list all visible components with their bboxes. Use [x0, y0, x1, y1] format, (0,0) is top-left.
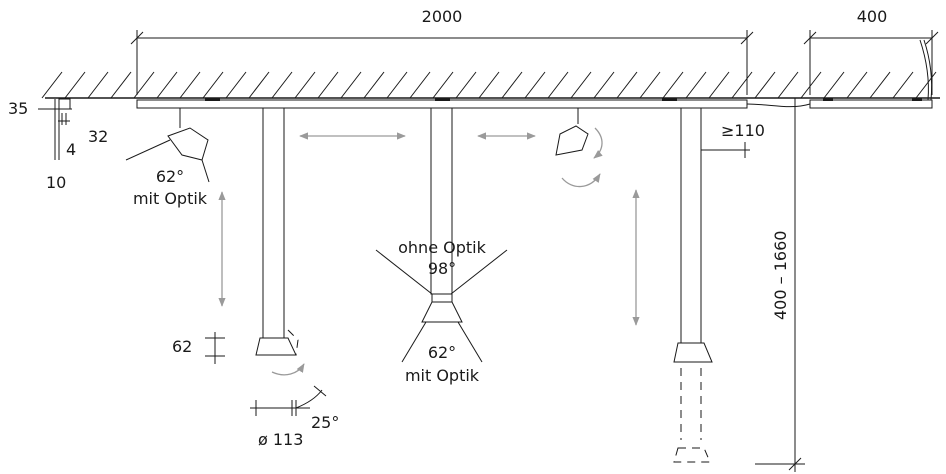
dimension-head-diameter: ø 113 25°	[250, 385, 339, 449]
hatch-stroke	[731, 71, 753, 99]
hatch-stroke	[409, 71, 431, 99]
hatch-stroke	[869, 71, 891, 99]
hatch-stroke	[570, 71, 592, 99]
hatch-stroke	[777, 71, 799, 99]
hatch-stroke	[202, 71, 224, 99]
hatch-stroke	[823, 71, 845, 99]
hatch-stroke	[892, 71, 914, 99]
dimension-head-height: 62	[172, 332, 225, 364]
hatch-stroke	[593, 71, 615, 99]
spotlight-left: 62° mit Optik	[125, 108, 210, 208]
spotlight-right	[555, 108, 603, 188]
dimension-pendant-spacing: ≥110	[701, 121, 765, 158]
hatch-stroke	[432, 71, 454, 99]
ceiling-hatching	[41, 71, 937, 99]
hatch-stroke	[179, 71, 201, 99]
hatch-stroke	[340, 71, 362, 99]
hatch-stroke	[685, 71, 707, 99]
hatch-stroke	[754, 71, 776, 99]
dimension-pendant-length: 400 – 1660	[755, 98, 805, 472]
hatch-stroke	[386, 71, 408, 99]
pendant-center: ohne Optik 98° 62° mit Optik	[375, 107, 508, 385]
tilt-angle-label: 25°	[311, 413, 339, 432]
hatch-stroke	[662, 71, 684, 99]
center-no-optic-angle: 98°	[428, 259, 456, 278]
pendant-spacing-label: ≥110	[721, 121, 765, 140]
hatch-stroke	[87, 71, 109, 99]
track-length-label: 2000	[422, 7, 463, 26]
pendant-right	[632, 107, 713, 463]
spot-left-angle: 62°	[156, 167, 184, 186]
hatch-stroke	[846, 71, 868, 99]
hatch-stroke	[708, 71, 730, 99]
head-diameter-label: ø 113	[258, 430, 303, 449]
track-rail	[136, 98, 748, 109]
extension-length-label: 400	[857, 7, 888, 26]
head-height-label: 62	[172, 337, 192, 356]
spot-left-optic: mit Optik	[133, 189, 208, 208]
hatch-stroke	[317, 71, 339, 99]
dimension-extension-length: 400	[803, 7, 939, 95]
ceiling	[41, 71, 940, 99]
profile-detail: 35 32 4 10	[8, 98, 108, 192]
dimension-track-length: 2000	[130, 7, 754, 95]
hatch-stroke	[156, 71, 178, 99]
hatch-stroke	[616, 71, 638, 99]
profile-gap-label: 4	[66, 140, 76, 159]
hatch-stroke	[225, 71, 247, 99]
hatch-stroke	[915, 71, 937, 99]
hatch-stroke	[455, 71, 477, 99]
pendant-left	[218, 107, 305, 376]
hatch-stroke	[41, 71, 63, 99]
hatch-stroke	[248, 71, 270, 99]
center-optic-angle: 62°	[428, 343, 456, 362]
hatch-stroke	[294, 71, 316, 99]
center-optic: mit Optik	[405, 366, 480, 385]
hatch-stroke	[271, 71, 293, 99]
hatch-stroke	[64, 71, 86, 99]
profile-depth-label: 10	[46, 173, 66, 192]
hatch-stroke	[363, 71, 385, 99]
hatch-stroke	[800, 71, 822, 99]
hatch-stroke	[547, 71, 569, 99]
hatch-stroke	[110, 71, 132, 99]
hatch-stroke	[501, 71, 523, 99]
center-no-optic: ohne Optik	[398, 238, 486, 257]
hatch-stroke	[478, 71, 500, 99]
hatch-stroke	[639, 71, 661, 99]
profile-width-label: 32	[88, 127, 108, 146]
pendant-length-label: 400 – 1660	[771, 231, 790, 320]
ceiling-offset-label: 35	[8, 99, 28, 118]
extension-rail	[746, 39, 933, 109]
hatch-stroke	[524, 71, 546, 99]
